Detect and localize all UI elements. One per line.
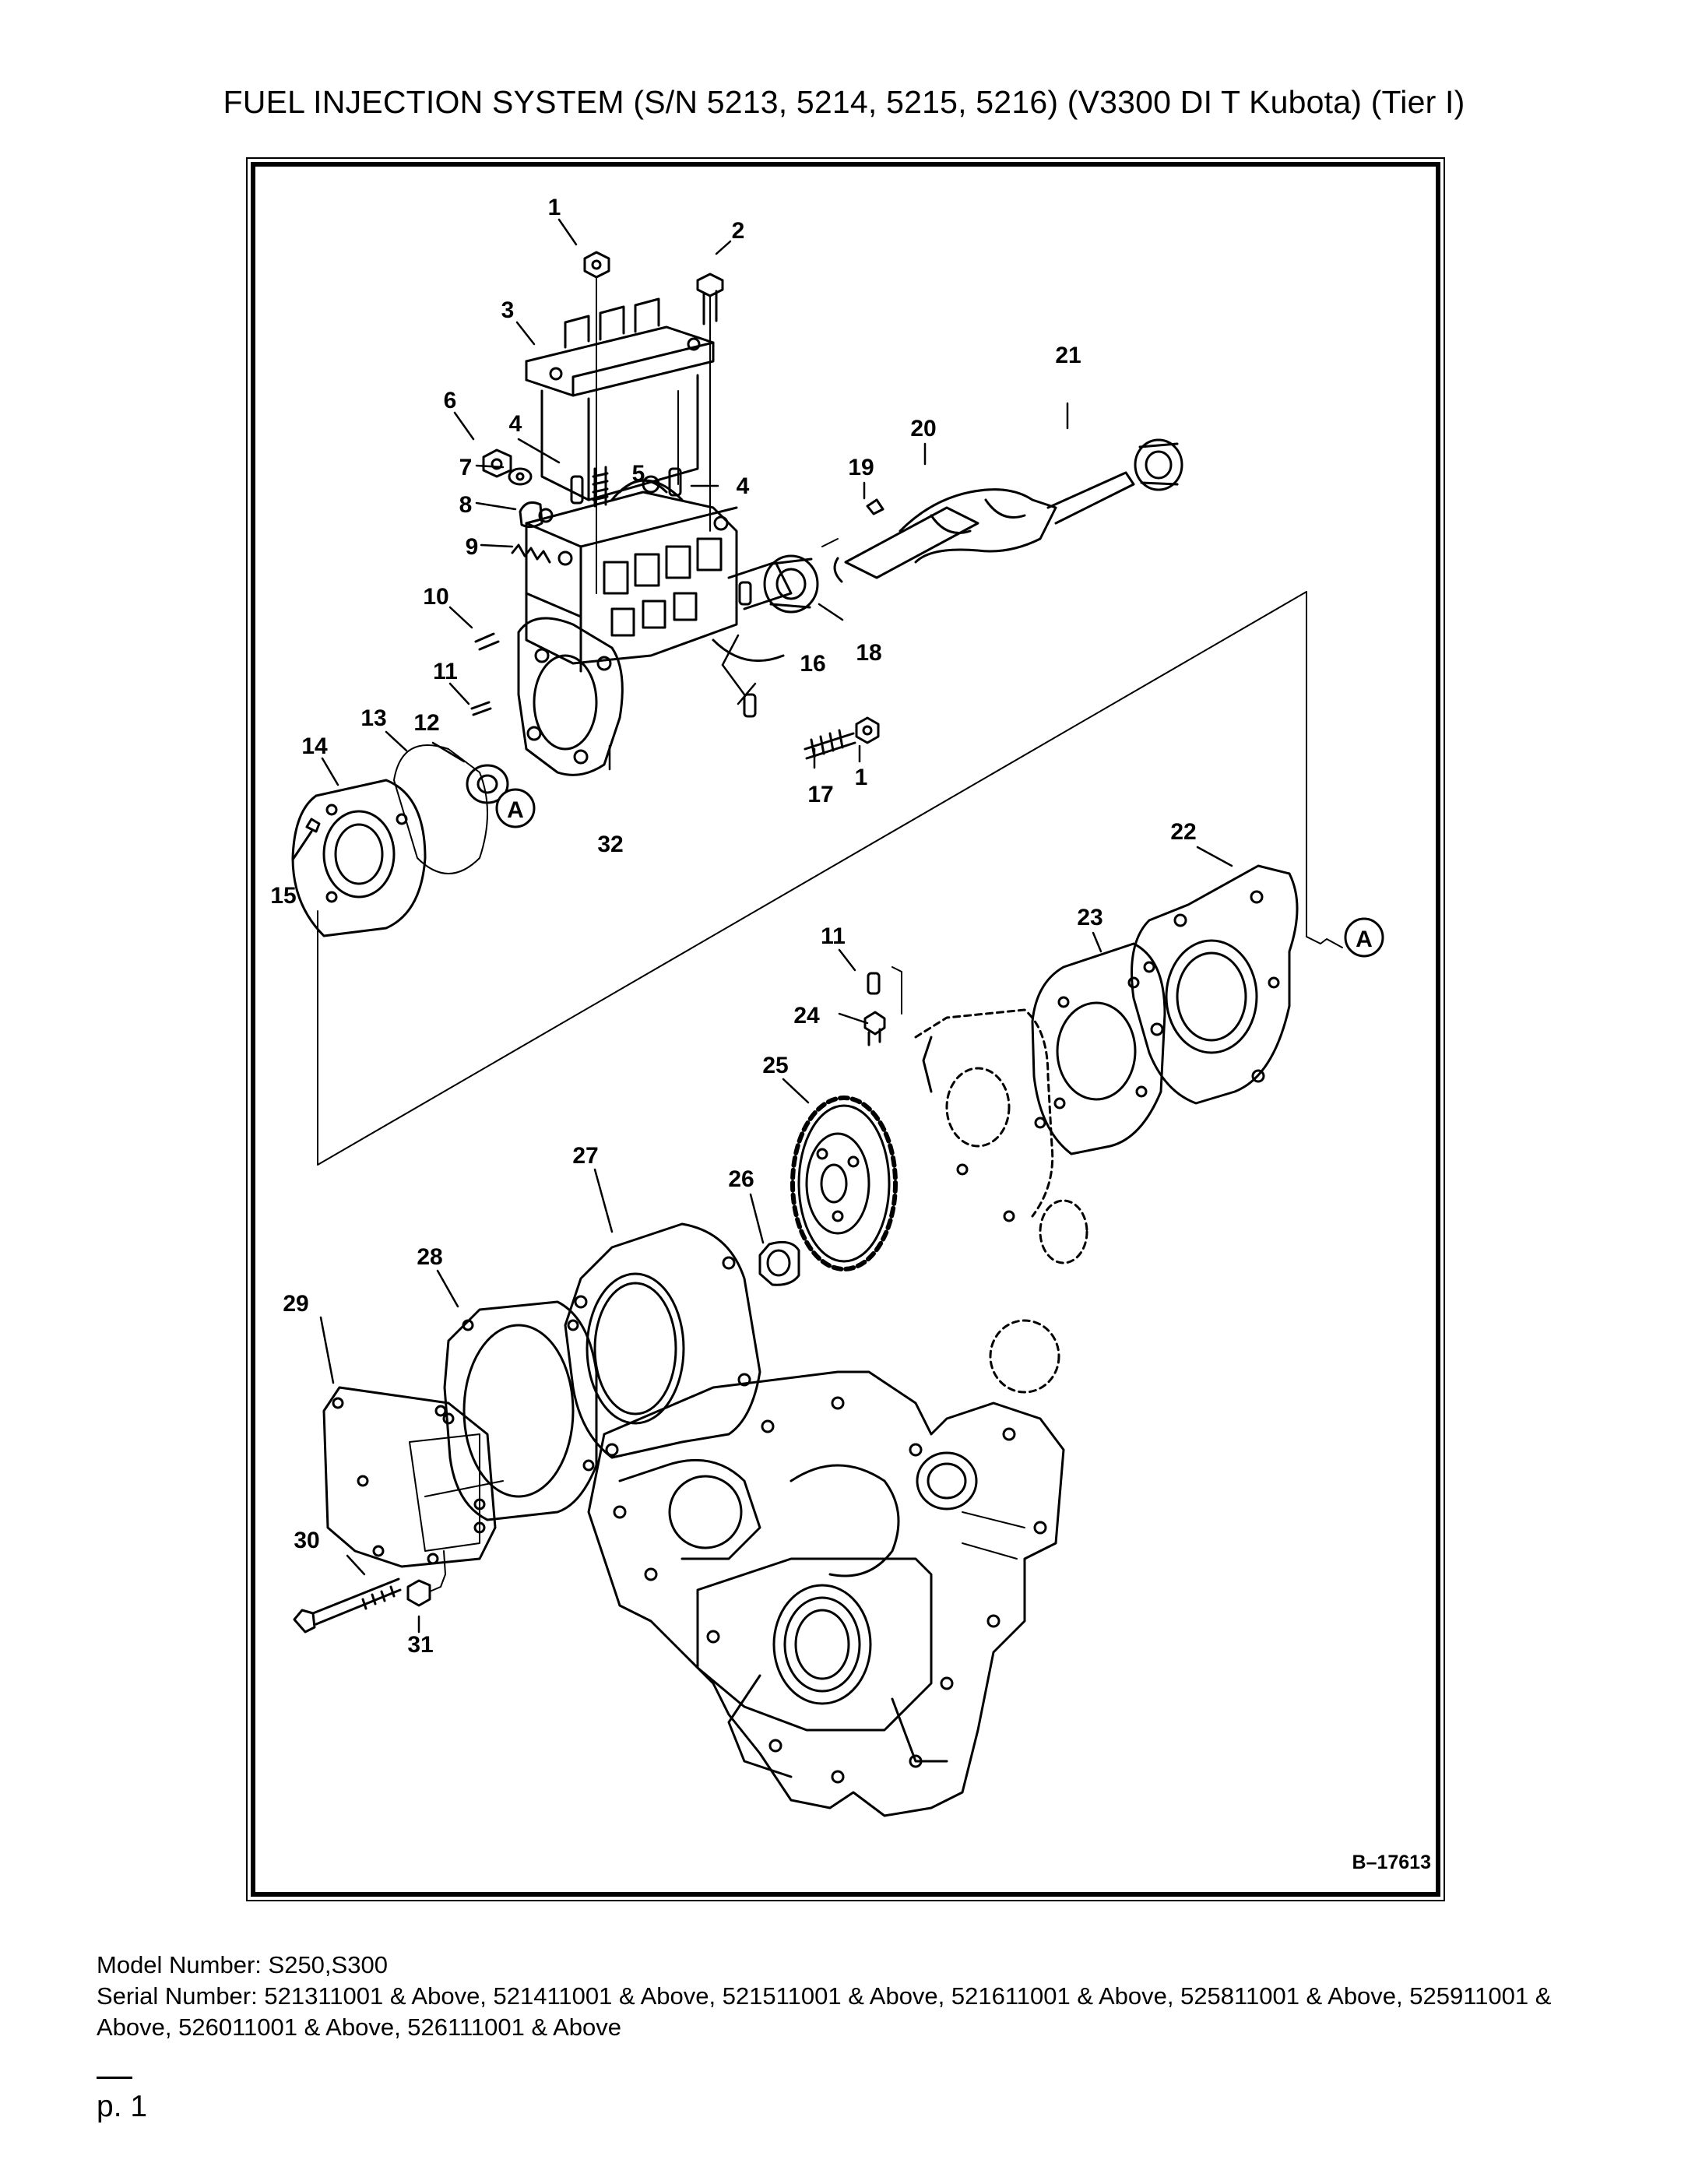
page-divider <box>97 2077 132 2079</box>
gasket-28 <box>442 1300 598 1521</box>
gear-cover-27 <box>564 1222 761 1459</box>
callout-15: 15 <box>270 883 296 909</box>
callout-11a: 11 <box>433 659 458 684</box>
callout-2: 2 <box>732 218 745 244</box>
callout-3: 3 <box>501 297 515 323</box>
callout-7: 7 <box>459 455 473 480</box>
callout-11b: 11 <box>821 923 846 949</box>
page-title: FUEL INJECTION SYSTEM (S/N 5213, 5214, 5… <box>223 84 1465 120</box>
section-marker-a-left: A <box>495 788 536 828</box>
callout-22: 22 <box>1170 819 1196 845</box>
callout-27: 27 <box>572 1143 598 1169</box>
callout-32: 32 <box>597 832 623 857</box>
callout-18: 18 <box>856 640 881 666</box>
cover-plate-29 <box>322 1386 504 1568</box>
callout-leaders <box>319 218 1233 1634</box>
page-number: p. 1 <box>97 2090 148 2123</box>
callout-31: 31 <box>407 1632 433 1658</box>
section-marker-a-right-label: A <box>1356 927 1373 952</box>
callout-19: 19 <box>848 455 874 480</box>
callout-25: 25 <box>762 1053 788 1078</box>
callout-30: 30 <box>294 1528 319 1553</box>
section-marker-a-right: A <box>1344 917 1384 958</box>
callout-16: 16 <box>800 651 825 677</box>
callout-21: 21 <box>1055 343 1081 368</box>
assembly-alignment-lines <box>317 538 1343 1166</box>
callout-9: 9 <box>466 534 479 560</box>
callout-20: 20 <box>910 416 936 441</box>
callout-24: 24 <box>793 1003 820 1029</box>
serial-number-line: Serial Number: 521311001 & Above, 521411… <box>97 1982 1552 2041</box>
callout-8: 8 <box>459 492 473 518</box>
injection-pump-housing <box>517 297 793 776</box>
gear-housing-22 <box>1131 864 1299 1105</box>
callout-labels: 1 2 3 4 4 5 6 7 8 9 10 11 12 13 14 15 16… <box>270 195 1196 1658</box>
timing-gear-case <box>587 1370 1065 1817</box>
callout-4a: 4 <box>509 411 522 437</box>
callout-6: 6 <box>444 388 457 413</box>
callout-1b: 1 <box>855 765 868 790</box>
diagram-inner-border <box>251 162 1440 1897</box>
callout-14: 14 <box>301 733 328 759</box>
drawing-reference-code: B–17613 <box>1352 1852 1431 1873</box>
diagram-outer-border <box>246 157 1445 1901</box>
callout-13: 13 <box>360 705 386 731</box>
idler-gear-25 <box>790 1096 898 1271</box>
callout-10: 10 <box>423 584 448 610</box>
section-marker-a-left-label: A <box>507 797 524 823</box>
callout-12: 12 <box>413 710 439 736</box>
gasket-23 <box>1031 942 1166 1155</box>
model-serial-info: Model Number: S250,S300 Serial Number: 5… <box>97 1950 1623 2043</box>
callout-29: 29 <box>283 1291 308 1317</box>
callout-26: 26 <box>728 1166 754 1192</box>
camshaft-assembly <box>738 438 1183 760</box>
coupling-flange-group <box>291 744 509 937</box>
callout-1a: 1 <box>548 195 561 220</box>
callout-4b: 4 <box>737 473 750 499</box>
exploded-parts-diagram: A A 1 2 3 4 4 5 6 7 8 9 10 11 12 13 14 1… <box>246 157 1445 1901</box>
gear-nut-26 <box>758 1240 800 1286</box>
callout-5: 5 <box>632 461 645 487</box>
callout-17: 17 <box>807 782 833 807</box>
pump-top-hardware <box>470 251 724 716</box>
callout-23: 23 <box>1077 905 1102 930</box>
callout-28: 28 <box>417 1244 442 1270</box>
model-number-line: Model Number: S250,S300 <box>97 1951 388 1978</box>
housing-bolts <box>293 1550 446 1634</box>
adapter-plate <box>863 966 1088 1394</box>
